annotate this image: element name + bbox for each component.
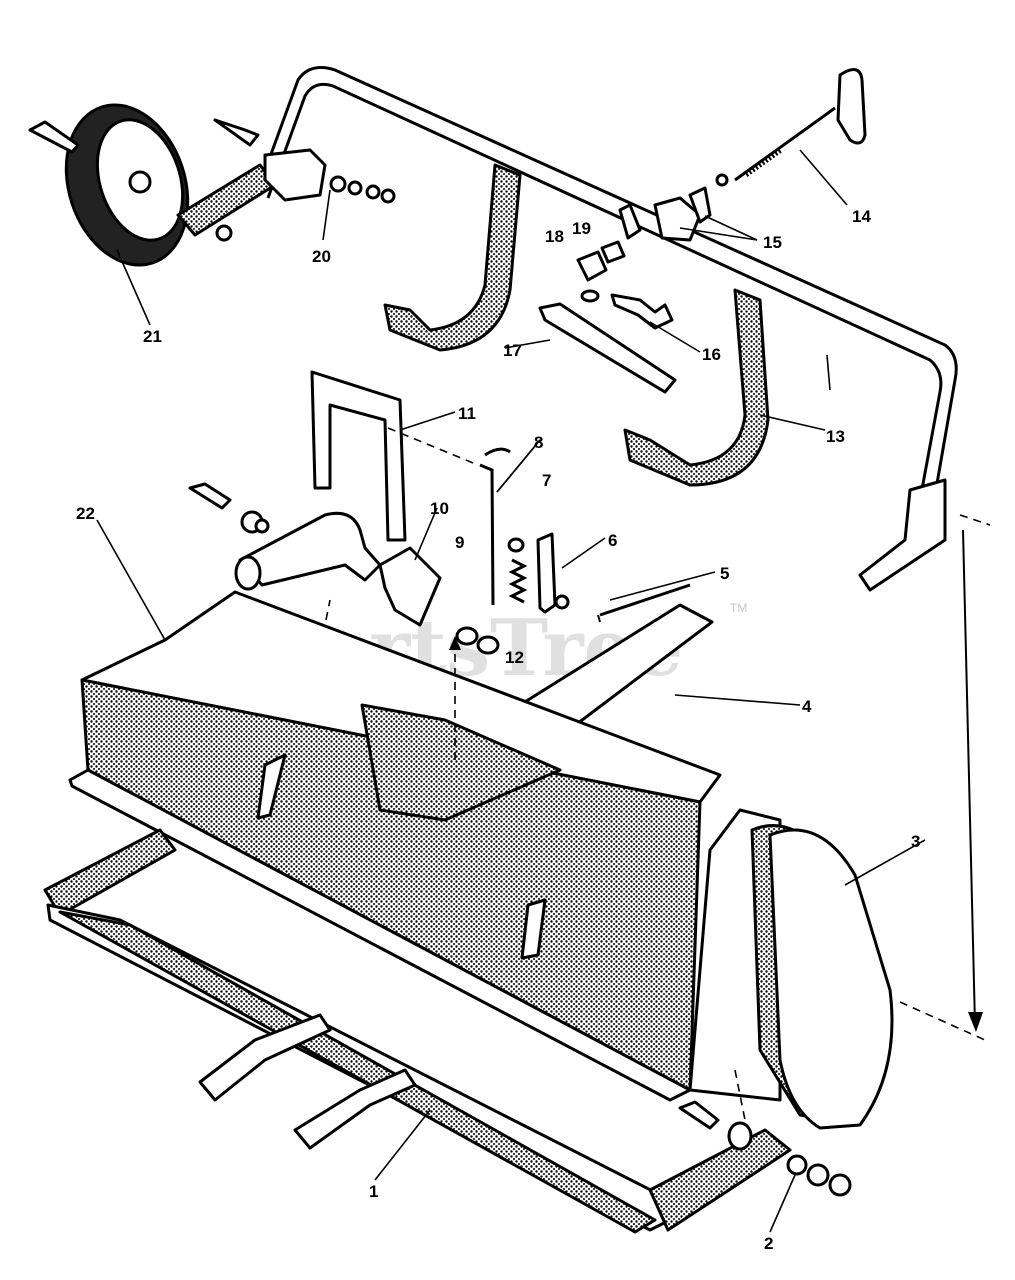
- part-19-nut[interactable]: [600, 240, 626, 264]
- callout-22[interactable]: 22: [76, 504, 95, 523]
- callout-3[interactable]: 3: [911, 832, 920, 851]
- part-22-housing[interactable]: [68, 590, 722, 1102]
- part-21-wheel[interactable]: [28, 89, 208, 281]
- watermark-tm: TM: [730, 601, 747, 615]
- part-2-hardware[interactable]: [678, 1100, 852, 1197]
- callout-21[interactable]: 21: [143, 327, 162, 346]
- part-8-rod[interactable]: [479, 447, 511, 606]
- part-16-lever[interactable]: [610, 293, 674, 330]
- part-9-washer[interactable]: [455, 626, 500, 655]
- callout-18[interactable]: 18: [545, 227, 564, 246]
- callout-1[interactable]: 1: [369, 1182, 378, 1201]
- callout-15[interactable]: 15: [763, 233, 782, 252]
- part-6-pin[interactable]: [536, 532, 570, 614]
- callout-10[interactable]: 10: [430, 499, 449, 518]
- callout-14[interactable]: 14: [852, 207, 871, 226]
- part-10-lever-arm[interactable]: [188, 482, 442, 627]
- part-5-strip[interactable]: [597, 583, 691, 623]
- callout-11[interactable]: 11: [458, 404, 476, 423]
- callout-13[interactable]: 13: [826, 427, 845, 446]
- part-13-handle-bar[interactable]: [256, 66, 958, 592]
- part-17-plate[interactable]: [538, 302, 677, 394]
- callout-16[interactable]: 16: [702, 345, 721, 364]
- callout-6[interactable]: 6: [608, 531, 617, 550]
- callout-12[interactable]: 12: [505, 648, 524, 667]
- callout-2[interactable]: 2: [764, 1234, 773, 1253]
- callout-20[interactable]: 20: [312, 247, 331, 266]
- callout-8[interactable]: 8: [534, 433, 543, 452]
- callout-5[interactable]: 5: [720, 564, 729, 583]
- callout-17[interactable]: 17: [503, 341, 522, 360]
- part-12-spring[interactable]: [508, 558, 528, 604]
- part-15-bracket[interactable]: [618, 173, 729, 242]
- callout-9[interactable]: 9: [455, 533, 464, 552]
- part-20-spacer[interactable]: [176, 118, 396, 242]
- part-1-frame[interactable]: [43, 828, 792, 1234]
- part-7-cap[interactable]: [507, 537, 525, 553]
- callout-4[interactable]: 4: [802, 697, 812, 716]
- part-14-control-rod[interactable]: [734, 68, 867, 182]
- callout-19[interactable]: 19: [572, 219, 591, 238]
- part-18-fitting[interactable]: [576, 250, 608, 303]
- part-3-chain-case[interactable]: [688, 808, 894, 1130]
- callout-7[interactable]: 7: [542, 471, 551, 490]
- part-11-bracket[interactable]: [310, 370, 407, 542]
